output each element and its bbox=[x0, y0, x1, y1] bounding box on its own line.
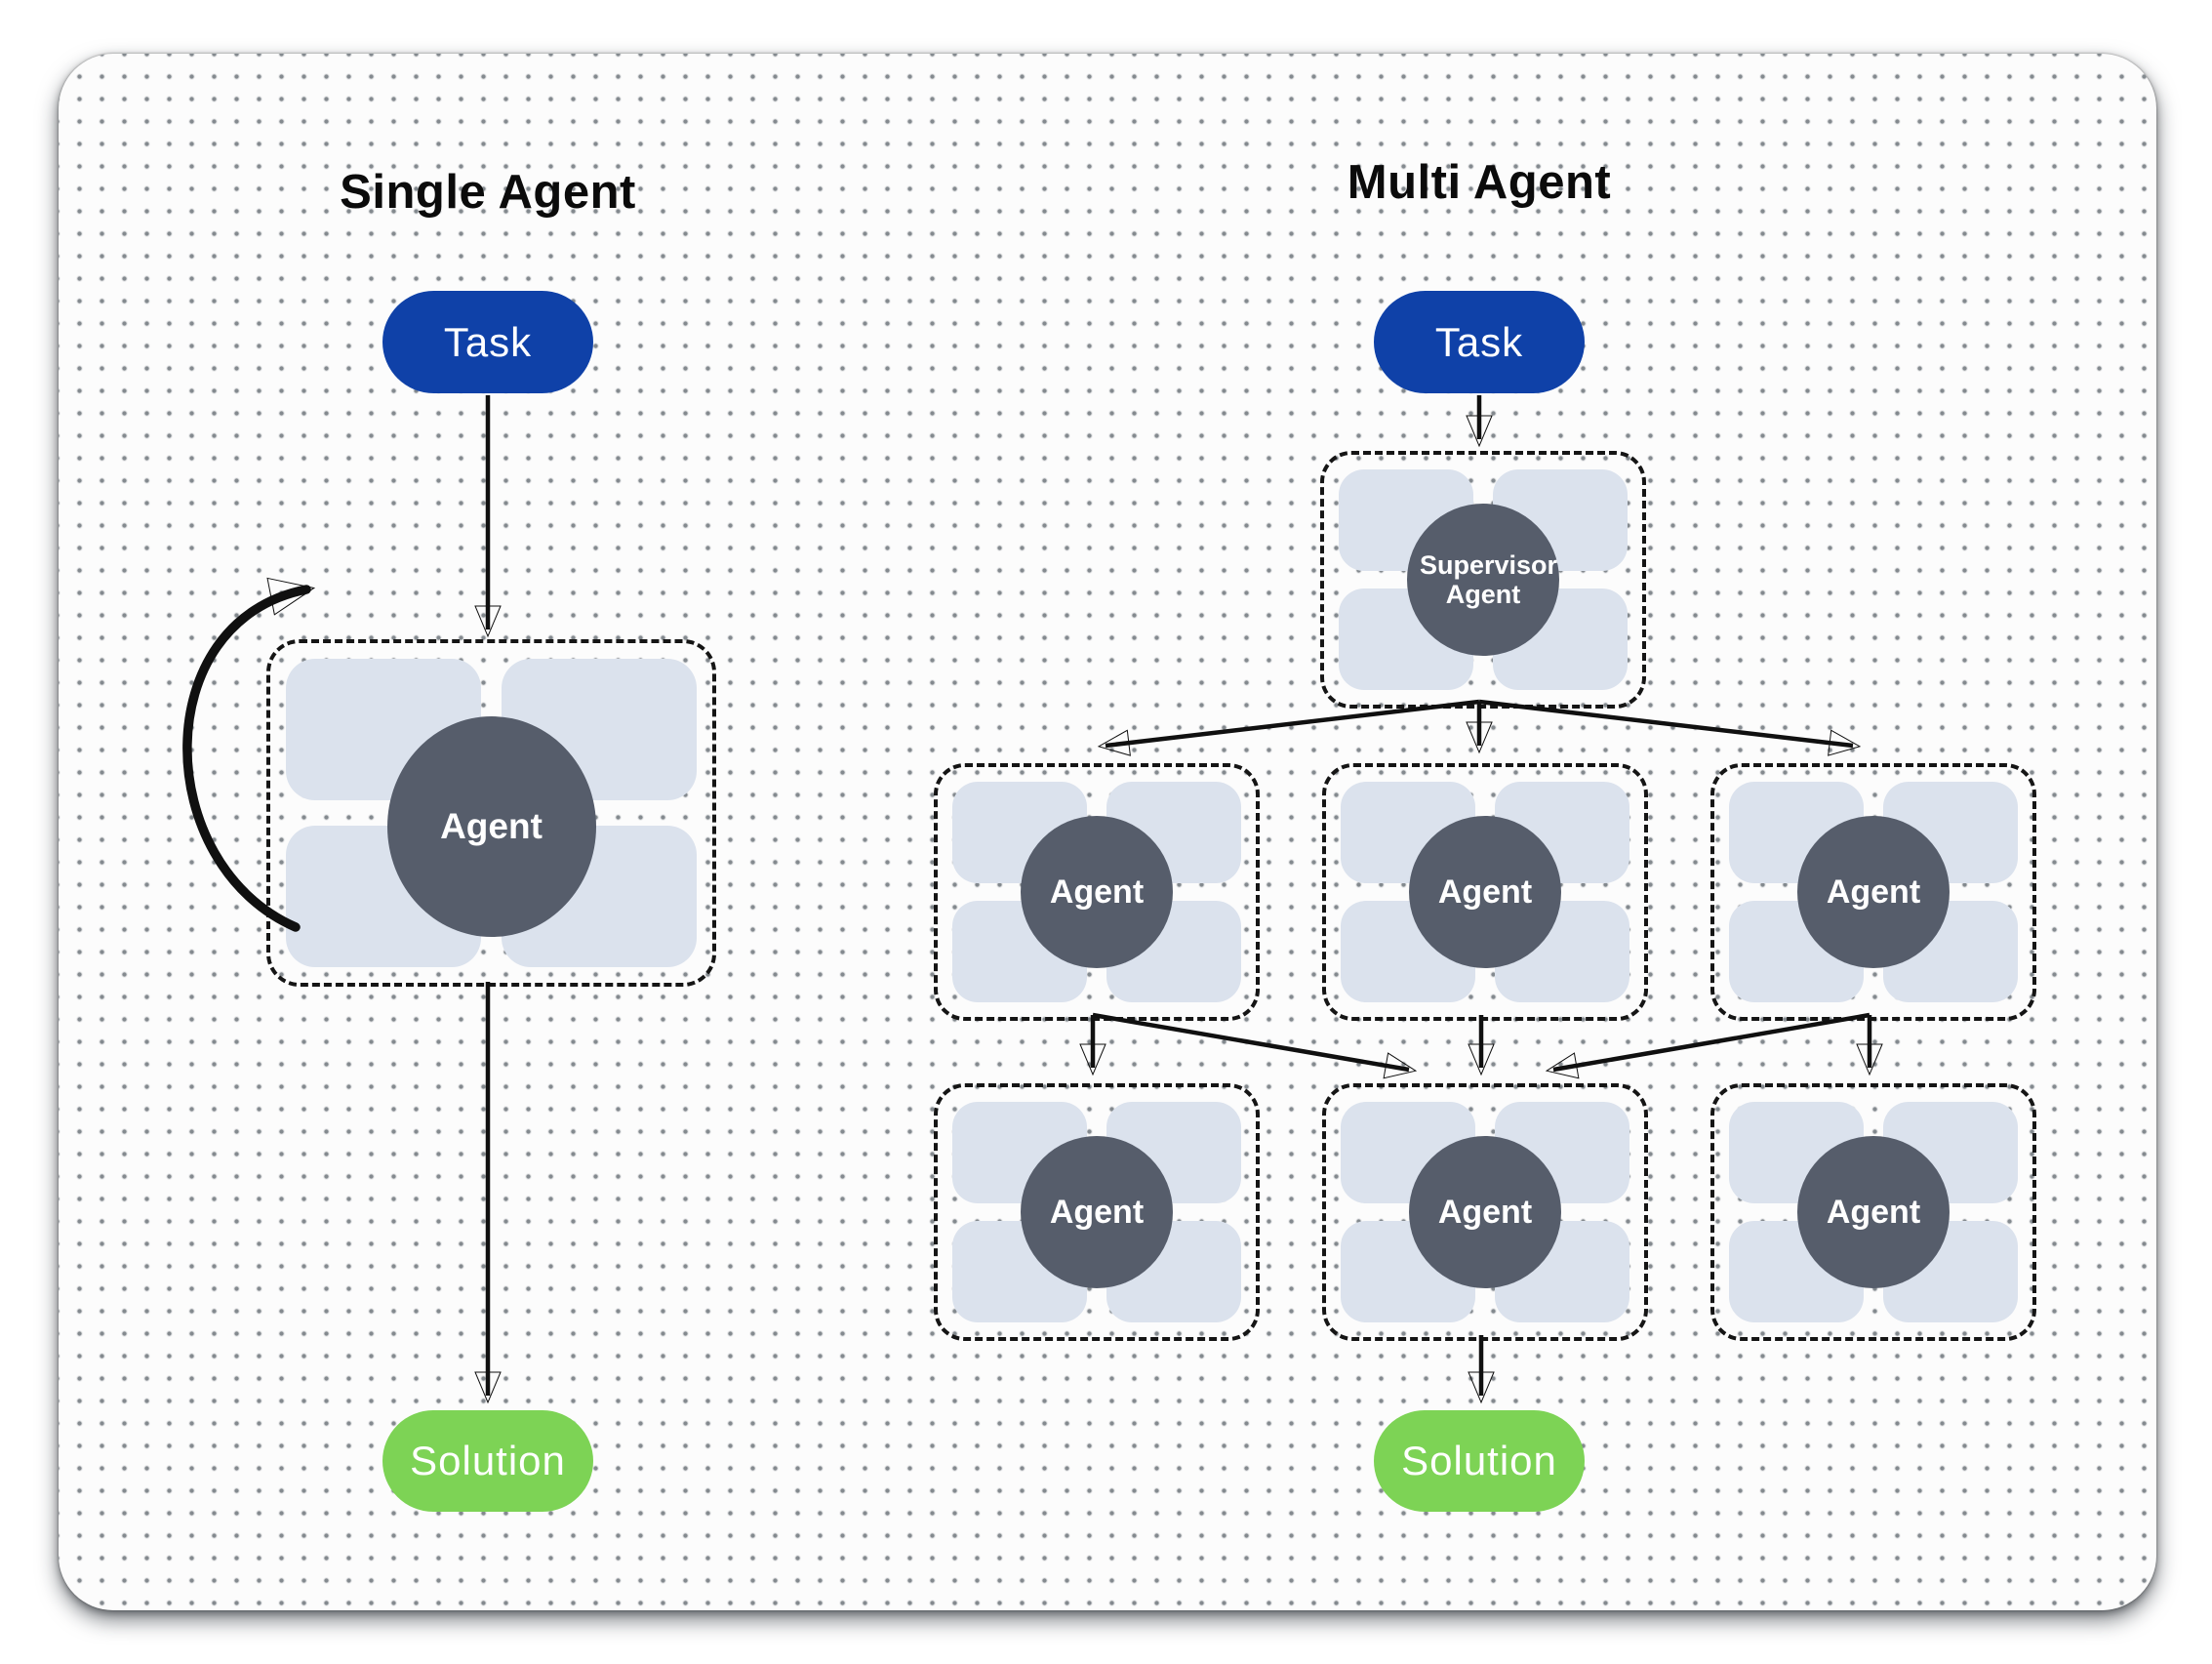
agent-label: Agent bbox=[440, 806, 543, 846]
supervisor-agent-box: Supervisor Agent bbox=[1320, 451, 1646, 709]
task-node-multi: Task bbox=[1374, 291, 1585, 393]
single-agent-title: Single Agent bbox=[340, 166, 636, 219]
supervisor-label: Supervisor Agent bbox=[1420, 549, 1558, 609]
agent-box-row1-right: Agent bbox=[1710, 763, 2036, 1021]
agent-label: Agent bbox=[1437, 873, 1533, 911]
agent-box-row1-middle: Agent bbox=[1322, 763, 1648, 1021]
diagram-canvas: Single Agent Multi Agent Task Agent Solu… bbox=[59, 54, 2156, 1610]
multi-agent-title: Multi Agent bbox=[1347, 156, 1612, 209]
agent-circle: Agent bbox=[1021, 1136, 1173, 1288]
agent-circle: Agent bbox=[1409, 1136, 1561, 1288]
solution-node-multi: Solution bbox=[1374, 1410, 1585, 1512]
solution-node-single: Solution bbox=[382, 1410, 593, 1512]
agent-circle: Agent bbox=[1409, 816, 1561, 968]
solution-label: Solution bbox=[410, 1438, 566, 1483]
agent-label: Agent bbox=[1826, 1193, 1921, 1231]
agent-box-row1-left: Agent bbox=[934, 763, 1260, 1021]
task-label: Task bbox=[1434, 318, 1524, 365]
agent-box-single: Agent bbox=[266, 639, 716, 987]
agent-label: Agent bbox=[1826, 873, 1921, 911]
task-label: Task bbox=[443, 318, 533, 365]
agent-box-row2-right: Agent bbox=[1710, 1083, 2036, 1341]
agent-circle: Agent bbox=[1797, 1136, 1950, 1288]
agent-circle: Agent bbox=[386, 716, 596, 937]
task-node-single: Task bbox=[382, 291, 593, 393]
agent-label: Agent bbox=[1049, 873, 1145, 911]
agent-circle: Agent bbox=[1021, 816, 1173, 968]
agent-box-row2-left: Agent bbox=[934, 1083, 1260, 1341]
agent-box-row2-middle: Agent bbox=[1322, 1083, 1648, 1341]
solution-label: Solution bbox=[1401, 1438, 1557, 1483]
supervisor-circle: Supervisor Agent bbox=[1407, 504, 1559, 656]
agent-label: Agent bbox=[1049, 1193, 1145, 1231]
agent-label: Agent bbox=[1437, 1193, 1533, 1231]
agent-circle: Agent bbox=[1797, 816, 1950, 968]
